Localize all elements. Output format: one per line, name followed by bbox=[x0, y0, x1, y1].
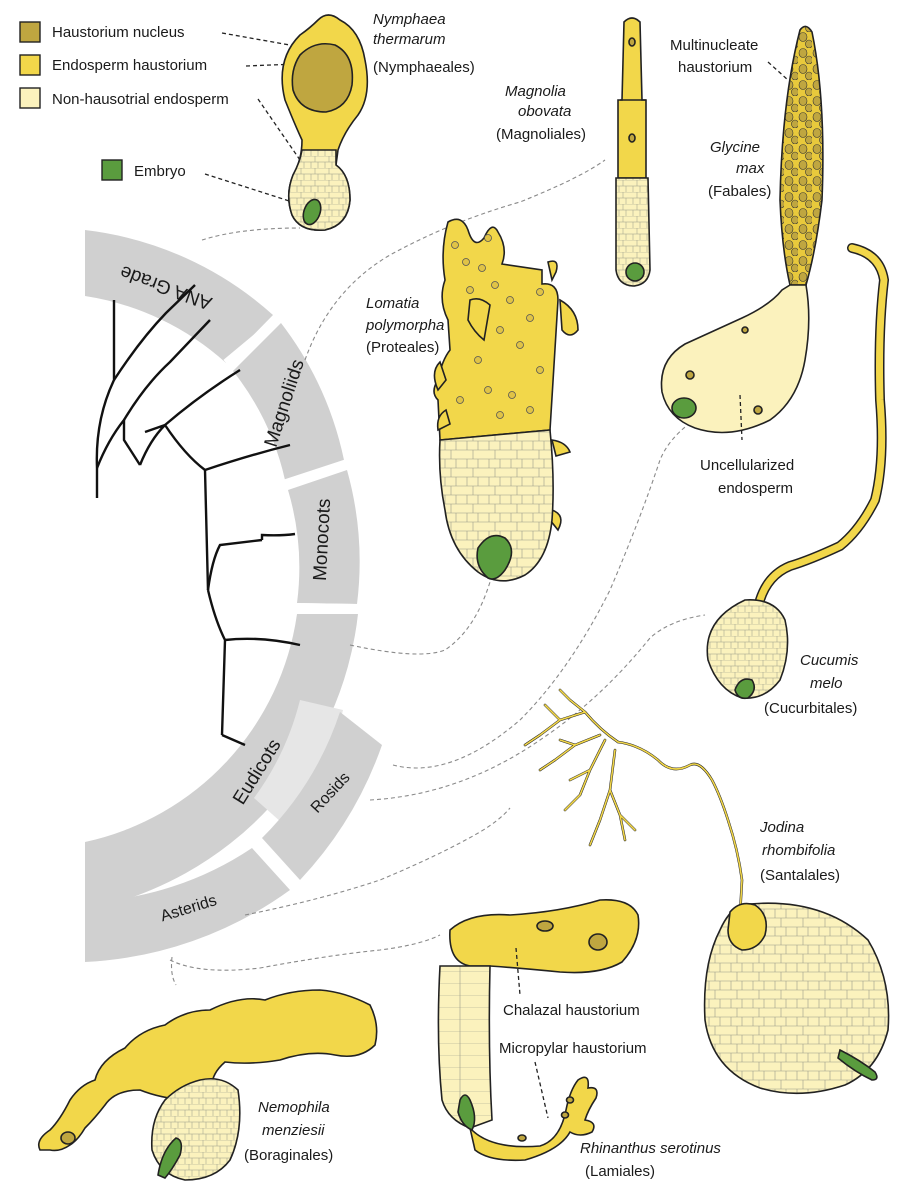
clade-ring bbox=[85, 230, 382, 962]
legend-label-embryo: Embryo bbox=[134, 163, 186, 180]
legend-swatch-non-haustorial-endosperm bbox=[20, 88, 40, 108]
micropylar-label: Micropylar haustorium bbox=[499, 1040, 647, 1057]
specimen-rhinanthus bbox=[438, 900, 638, 1160]
nymphaea-order: (Nymphaeales) bbox=[373, 59, 475, 76]
nemophila-name-1: Nemophila bbox=[258, 1099, 330, 1116]
rhinanthus-order: (Lamiales) bbox=[585, 1163, 655, 1180]
specimen-lomatia bbox=[434, 219, 578, 580]
chalazal-label: Chalazal haustorium bbox=[503, 1002, 640, 1019]
legend-swatch-embryo bbox=[102, 160, 122, 180]
uncellularized-label-2: endosperm bbox=[718, 480, 793, 497]
magnolia-name-1: Magnolia bbox=[505, 83, 566, 100]
glycine-order: (Fabales) bbox=[708, 183, 771, 200]
nymphaea-name-1: Nymphaea bbox=[373, 11, 446, 28]
magnolia-order: (Magnoliales) bbox=[496, 126, 586, 143]
legend-label-non-haustorial-endosperm: Non-hausotrial endosperm bbox=[52, 91, 229, 108]
multinucleate-label-1: Multinucleate bbox=[670, 37, 758, 54]
jodina-name-2: rhombifolia bbox=[762, 842, 835, 859]
specimen-magnolia bbox=[616, 18, 650, 286]
cucumis-order: (Cucurbitales) bbox=[764, 700, 857, 717]
lomatia-name-1: Lomatia bbox=[366, 295, 419, 312]
clade-label-monocots: Monocots bbox=[310, 498, 335, 581]
legend-label-endosperm-haustorium: Endosperm haustorium bbox=[52, 57, 207, 74]
cucumis-name-2: melo bbox=[810, 675, 843, 692]
jodina-order: (Santalales) bbox=[760, 867, 840, 884]
legend: Haustorium nucleus Endosperm haustorium … bbox=[20, 22, 229, 180]
glycine-name-2: max bbox=[736, 160, 765, 177]
specimen-glycine bbox=[661, 26, 822, 432]
multinucleate-label-2: haustorium bbox=[678, 59, 752, 76]
lomatia-name-2: polymorpha bbox=[365, 317, 444, 334]
uncellularized-label-1: Uncellularized bbox=[700, 457, 794, 474]
magnolia-name-2: obovata bbox=[518, 103, 571, 120]
rhinanthus-name: Rhinanthus serotinus bbox=[580, 1140, 721, 1157]
nemophila-order: (Boraginales) bbox=[244, 1147, 333, 1164]
cucumis-name-1: Cucumis bbox=[800, 652, 859, 669]
specimen-nymphaea bbox=[282, 15, 367, 230]
nemophila-name-2: menziesii bbox=[262, 1122, 325, 1139]
nymphaea-name-2: thermarum bbox=[373, 31, 446, 48]
specimen-jodina bbox=[525, 690, 889, 1093]
legend-swatch-endosperm-haustorium bbox=[20, 55, 40, 75]
glycine-name-1: Glycine bbox=[710, 139, 760, 156]
jodina-name-1: Jodina bbox=[759, 819, 804, 836]
legend-swatch-haustorium-nucleus bbox=[20, 22, 40, 42]
lomatia-order: (Proteales) bbox=[366, 339, 439, 356]
legend-label-haustorium-nucleus: Haustorium nucleus bbox=[52, 24, 185, 41]
